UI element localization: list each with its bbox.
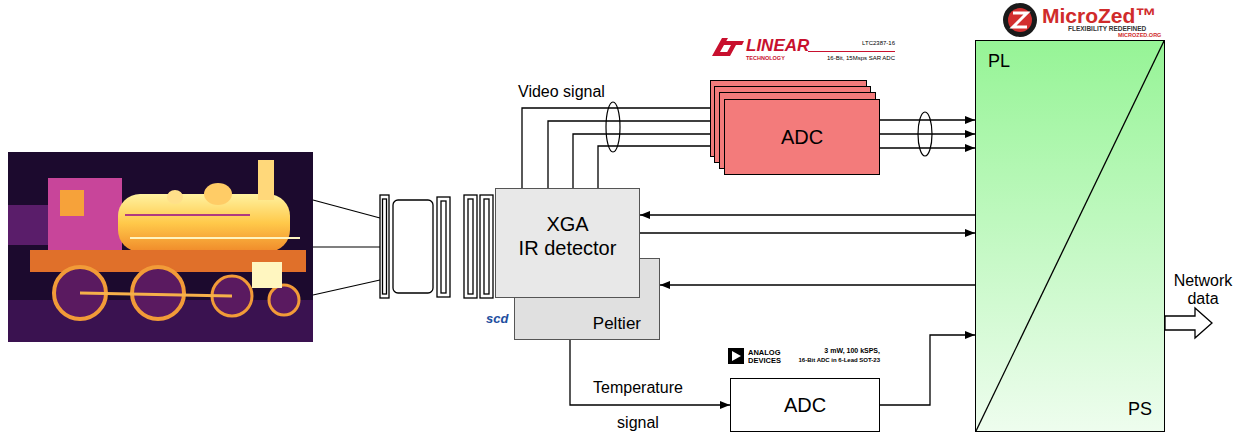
adc-box: ADC [724,99,880,175]
logo-rule [808,51,895,52]
signal-name: Video signal [518,83,605,101]
logo-shape [728,348,744,364]
brand-logo-text: LINEAR [746,36,809,56]
signal-name: Temperature signal [578,370,698,434]
lens-element [380,195,389,298]
logo-shape [1008,8,1032,32]
lens-element [468,199,473,294]
bus-bundle-mark [918,112,932,156]
pl-ps-divider [976,41,1164,431]
thermal-image [8,152,313,342]
brand-logo-text: MicroZed™ [1042,4,1156,28]
part-description: 16-Bit, 15Msps SAR ADC [827,55,895,62]
thermal-pipe [130,237,300,239]
optical-ray [313,280,380,295]
brand-logo-text: scd [486,312,508,327]
thermal-cab-window [60,190,84,216]
signal-connector [660,284,975,285]
thermal-rod [80,293,232,296]
signal-connector [573,134,724,188]
signal-name: Network data [1168,272,1238,309]
signal-connector [640,214,975,215]
lens-element [437,197,450,297]
signal-connector [598,146,724,188]
thermal-background [8,152,313,342]
logo-shape [1003,3,1037,37]
node-label: XGA [546,212,588,236]
signal-connector [548,121,724,188]
linear-logo-mark [712,38,744,56]
fpga-board-box: PL PS [975,40,1165,432]
thermal-dome [167,190,183,204]
signal-connector [880,119,975,120]
thermal-wheel [269,285,299,315]
microzed-logo-mark [1003,3,1037,37]
logo-shape [722,41,744,56]
signal-connector [640,232,975,233]
brand-tagline: FLEXIBILITY REDEFINED [1068,25,1146,32]
thermal-boiler [118,194,290,252]
signal-connector [522,108,724,188]
thermal-dome [204,183,232,205]
adc-box: ADC [730,378,880,432]
ir-detector-box: XGAIR detector [495,188,640,298]
signal-connector [880,133,975,134]
network-arrow [1165,308,1212,338]
lens-element [464,195,477,298]
signal-connector [880,335,975,405]
bus-bundle-mark [606,102,620,152]
logo-shape [732,351,741,361]
pl-ps-divider-line [976,41,1164,431]
node-label: PS [1128,399,1152,421]
optical-ray [313,246,380,247]
node-label: PL [988,51,1010,73]
lens-element [480,195,493,298]
lens-element [383,199,387,294]
lens-element [393,200,433,293]
thermal-pipe [125,214,250,216]
thermal-hotspot [252,262,282,288]
part-description: 16-Bit ADC in 6-Lead SOT-23 [799,357,880,364]
lens-assembly [380,195,493,298]
node-label: ADC [781,125,823,149]
brand-logo-text: TECHNOLOGY [746,55,785,61]
optical-ray [313,200,380,218]
brand-logo-text: ANALOG DEVICES [748,349,784,364]
thermal-tender [8,205,48,245]
analog-logo-mark [728,348,744,364]
node-label: ADC [784,393,826,417]
signal-connector [880,147,975,148]
optical-rays [313,200,380,295]
lens-element [484,199,489,294]
part-number: LTC2387-16 [862,40,895,47]
node-label: Peltier [593,314,641,334]
thermal-chimney [258,160,274,200]
part-description: 3 mW, 100 kSPS, [824,347,880,355]
node-label: IR detector [519,236,617,260]
brand-url: MICROZED.ORG [1118,32,1161,38]
logo-shape [1013,13,1027,27]
lens-element [441,201,446,293]
